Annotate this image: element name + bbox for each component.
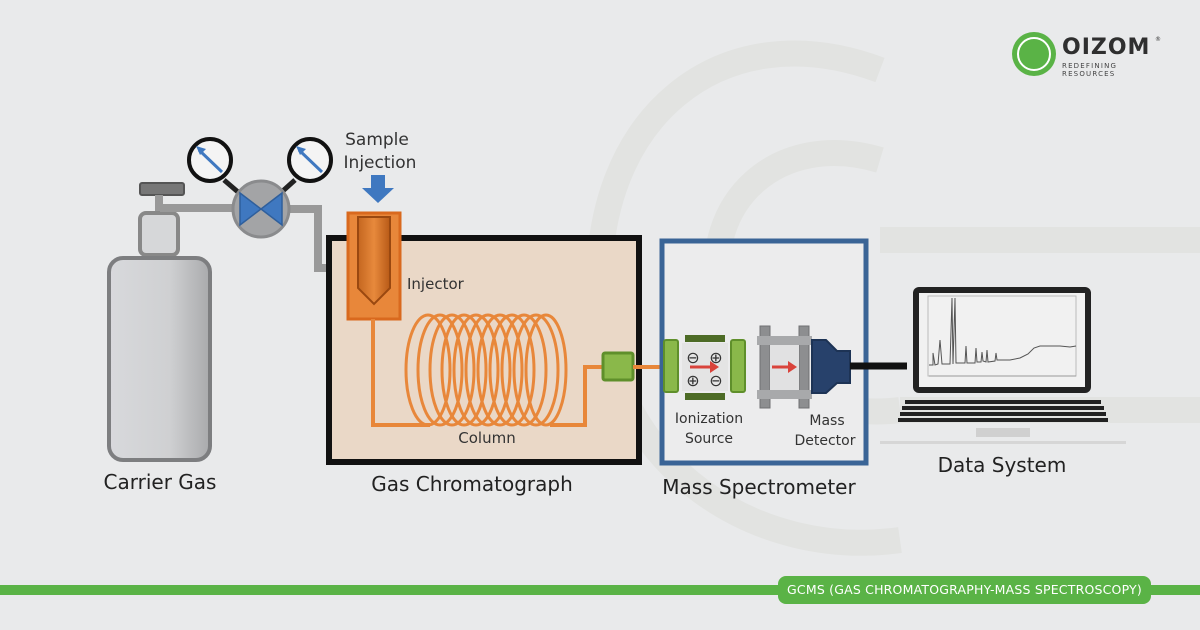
sample-injection-label-2: Injection (344, 153, 417, 173)
ionization-source (663, 335, 746, 400)
mass-detector-label: Mass (809, 413, 844, 429)
chromatogram-trace (929, 297, 1077, 366)
mass-spectrometer-label: Mass Spectrometer (662, 475, 856, 499)
pressure-gauge-left (187, 137, 247, 200)
carrier-gas-cylinder (107, 182, 212, 462)
brand-name: OIZOM (1062, 35, 1151, 60)
gas-chromatograph-label: Gas Chromatograph (371, 472, 573, 496)
mass-analyzer (757, 325, 812, 409)
footer-line (0, 585, 1200, 595)
wind-swirl-icon (1017, 37, 1051, 71)
oizom-logo[interactable]: OIZOM ® REDEFINING RESOURCES (1012, 32, 1172, 78)
ion-symbol-negative-2: ⊖ (709, 371, 722, 390)
column-coil (404, 313, 568, 427)
mass-detector-label-2: Detector (794, 433, 855, 449)
carrier-gas-label: Carrier Gas (104, 470, 217, 494)
mass-detector (811, 339, 851, 394)
injector (346, 211, 402, 321)
ion-symbol-positive: ⊕ (709, 348, 722, 367)
injector-label: Injector (407, 275, 465, 293)
pressure-gauge-right (273, 137, 333, 200)
pressure-regulator-valve (231, 179, 291, 239)
sample-injection-label: Sample (345, 130, 409, 150)
logo-circle-icon (1012, 32, 1056, 76)
ionization-source-label: Ionization (675, 411, 743, 427)
laptop-icon (880, 287, 1126, 444)
column-label: Column (458, 429, 515, 447)
sample-injection-arrow-icon (362, 175, 394, 203)
ionization-source-label-2: Source (685, 431, 733, 447)
transfer-line-connector (601, 351, 635, 382)
ion-symbol-positive-2: ⊕ (686, 371, 699, 390)
column-tubing (371, 319, 604, 427)
ion-symbol-negative: ⊖ (686, 348, 699, 367)
brand-tagline: REDEFINING RESOURCES (1062, 62, 1118, 78)
footer-badge: GCMS (GAS CHROMATOGRAPHY-MASS SPECTROSCO… (778, 576, 1151, 604)
registered-mark: ® (1155, 36, 1161, 43)
data-system-label: Data System (938, 453, 1067, 477)
